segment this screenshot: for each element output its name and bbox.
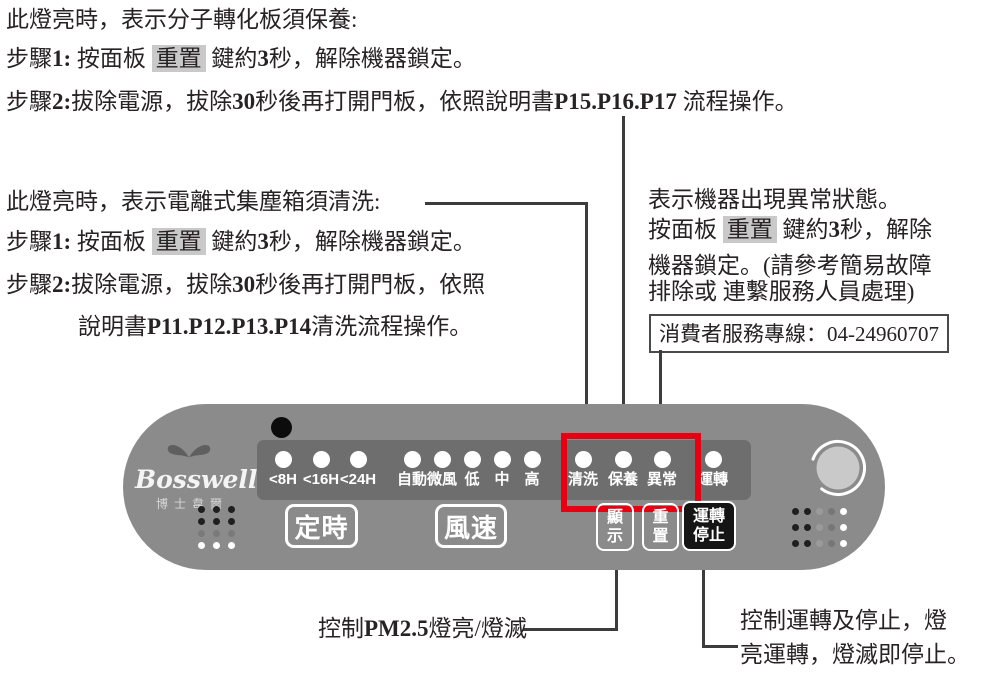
leaf-swirl-icon bbox=[167, 444, 211, 458]
light-high-lamp bbox=[523, 451, 541, 468]
power-button-face bbox=[816, 446, 860, 490]
light-24h-lamp bbox=[349, 451, 367, 468]
light-16h: <16H bbox=[299, 451, 343, 487]
light-breeze: 微風 bbox=[420, 451, 464, 487]
light-16h-lamp bbox=[312, 451, 330, 468]
abnormal-note-line1: 表示機器出現異常狀態。 bbox=[648, 187, 901, 212]
fan-speed-button[interactable]: 風速 bbox=[435, 504, 507, 548]
run-stop-button[interactable]: 運轉停止 bbox=[682, 501, 736, 551]
light-abnormal: 異常 bbox=[640, 451, 684, 487]
power-button[interactable] bbox=[803, 433, 873, 503]
light-run-lamp bbox=[704, 451, 722, 468]
light-mid-lamp bbox=[493, 451, 511, 468]
indicator-strip bbox=[257, 440, 751, 500]
abnormal-note-line3: 機器鎖定。(請參考簡易故障 bbox=[648, 253, 932, 278]
callout-line-runstop-v bbox=[702, 553, 705, 648]
callout-line-cleaning-v bbox=[585, 202, 588, 453]
callout-line-display-h bbox=[523, 628, 617, 631]
light-clean: 清洗 bbox=[561, 451, 605, 487]
cleaning-note-line1: 此燈亮時，表示電離式集塵箱須清洗: bbox=[6, 189, 381, 214]
maintenance-step2: 步驟2:拔除電源，拔除30秒後再打開門板，依照說明書P15.P16.P17 流程… bbox=[6, 89, 798, 114]
light-8h: <8H bbox=[261, 451, 305, 487]
light-low-lamp bbox=[463, 451, 481, 468]
light-maintain: 保養 bbox=[601, 451, 645, 487]
speaker-dots-right bbox=[792, 508, 847, 547]
light-24h: <24H bbox=[336, 451, 380, 487]
maintenance-step1: 步驟1: 按面板 重置 鍵約3秒，解除機器鎖定。 bbox=[6, 45, 476, 72]
display-button[interactable]: 顯示 bbox=[596, 503, 634, 551]
service-hotline-box: 消費者服務專線：04-24960707 bbox=[649, 314, 949, 353]
light-mid: 中 bbox=[480, 451, 524, 487]
light-breeze-lamp bbox=[433, 451, 451, 468]
light-auto-lamp bbox=[403, 451, 421, 468]
maintenance-note-line1: 此燈亮時，表示分子轉化板須保養: bbox=[6, 7, 358, 32]
power-note-line2: 亮運轉，燈滅即停止。 bbox=[740, 642, 970, 667]
control-panel: Bosswell 博士韋爾 <8H <16H <24H 自動 微風 低 中 高 … bbox=[123, 404, 885, 570]
callout-line-abnormal bbox=[659, 350, 662, 453]
light-clean-lamp bbox=[574, 451, 592, 468]
cleaning-step2: 步驟2:拔除電源，拔除30秒後再打開門板，依照 bbox=[6, 272, 486, 297]
light-abnormal-lamp bbox=[653, 451, 671, 468]
abnormal-note-line2: 按面板 重置 鍵約3秒，解除 bbox=[648, 216, 932, 243]
light-maintain-lamp bbox=[614, 451, 632, 468]
abnormal-note-line4: 排除或 連繫服務人員處理) bbox=[648, 279, 915, 304]
reset-button[interactable]: 重置 bbox=[642, 503, 679, 551]
power-button-ring bbox=[810, 440, 866, 496]
timer-button[interactable]: 定時 bbox=[285, 504, 358, 548]
callout-line-display-v bbox=[615, 550, 618, 631]
brand-logo: Bosswell 博士韋爾 bbox=[135, 440, 258, 512]
callout-line-maintenance bbox=[622, 116, 625, 453]
power-note-line1: 控制運轉及停止，燈 bbox=[740, 608, 947, 633]
callout-line-cleaning-h bbox=[425, 202, 587, 205]
brand-name: Bosswell bbox=[135, 465, 258, 494]
brand-name-chinese: 博士韋爾 bbox=[155, 497, 228, 511]
light-low: 低 bbox=[450, 451, 494, 487]
speaker-dots-left bbox=[198, 506, 235, 549]
cleaning-step2-cont: 說明書P11.P12.P13.P14清洗流程操作。 bbox=[78, 314, 473, 339]
light-high: 高 bbox=[510, 451, 554, 487]
light-auto: 自動 bbox=[390, 451, 434, 487]
callout-line-runstop-h bbox=[702, 645, 738, 648]
light-8h-lamp bbox=[274, 451, 292, 468]
display-note: 控制PM2.5燈亮/燈滅 bbox=[318, 616, 527, 641]
cleaning-step1: 步驟1: 按面板 重置 鍵約3秒，解除機器鎖定。 bbox=[6, 228, 476, 255]
light-run: 運轉 bbox=[691, 451, 735, 487]
pm25-indicator-dot bbox=[271, 417, 292, 438]
